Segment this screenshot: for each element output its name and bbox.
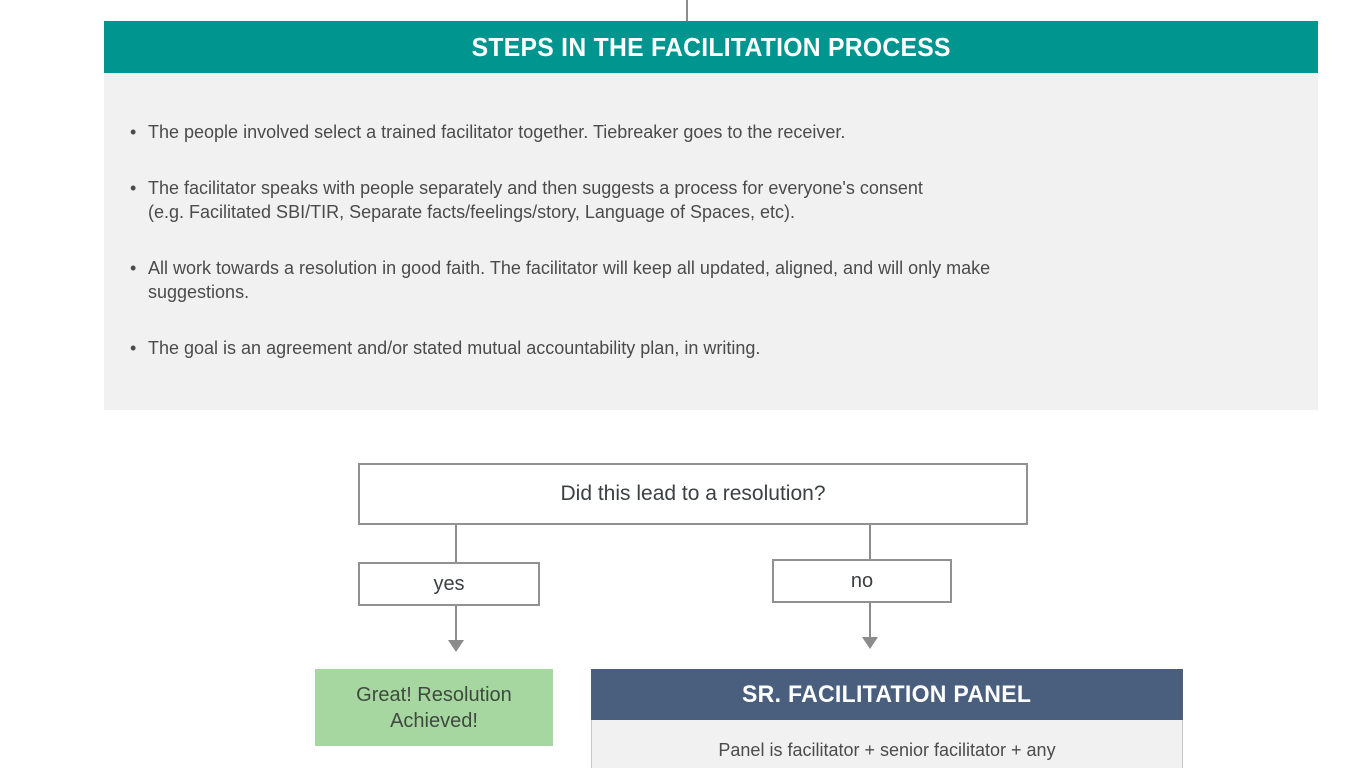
no-arrowhead-icon (862, 637, 878, 649)
panel-title: SR. FACILITATION PANEL (742, 680, 1032, 708)
yes-branch-box: yes (358, 562, 540, 606)
top-connector-line (686, 0, 688, 21)
resolution-achieved-box: Great! Resolution Achieved! (315, 669, 553, 746)
process-bullet-3: All work towards a resolution in good fa… (130, 256, 1288, 304)
sr-facilitation-panel-box: SR. FACILITATION PANEL Panel is facilita… (591, 669, 1183, 768)
no-branch-box: no (772, 559, 952, 603)
process-bullet-4: The goal is an agreement and/or stated m… (130, 336, 1288, 360)
resolution-achieved-text: Great! Resolution Achieved! (356, 683, 512, 732)
panel-body-text: Panel is facilitator + senior facilitato… (718, 740, 1056, 760)
process-bullet-2: The facilitator speaks with people separ… (130, 176, 1288, 224)
decision-question-box: Did this lead to a resolution? (358, 463, 1028, 525)
no-branch-label: no (850, 569, 874, 592)
process-bullet-1: The people involved select a trained fac… (130, 120, 1288, 144)
decision-question-text: Did this lead to a resolution? (560, 482, 826, 505)
process-bullet-list: The people involved select a trained fac… (104, 73, 1318, 360)
yes-branch-label: yes (433, 572, 465, 595)
panel-body: Panel is facilitator + senior facilitato… (591, 720, 1183, 768)
connector-question-to-no (869, 525, 871, 559)
facilitation-process-box: STEPS IN THE FACILITATION PROCESS The pe… (104, 21, 1318, 410)
yes-arrow-line (455, 606, 457, 641)
process-body: The people involved select a trained fac… (104, 73, 1318, 410)
process-title: STEPS IN THE FACILITATION PROCESS (471, 31, 951, 62)
connector-question-to-yes (455, 525, 457, 562)
no-arrow-line (869, 603, 871, 638)
process-header-bar: STEPS IN THE FACILITATION PROCESS (104, 21, 1318, 73)
panel-header-bar: SR. FACILITATION PANEL (591, 669, 1183, 720)
yes-arrowhead-icon (448, 640, 464, 652)
